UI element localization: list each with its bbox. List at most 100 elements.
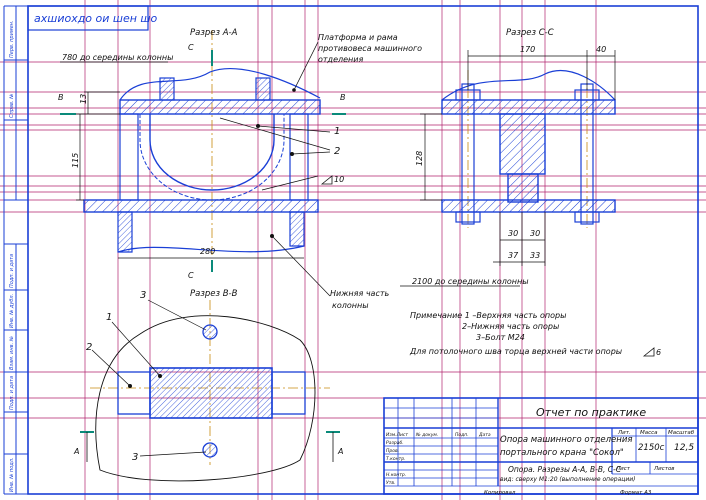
platform-plate <box>119 99 321 115</box>
dim-40: 40 <box>596 45 606 54</box>
callout-2: 2 <box>334 146 340 157</box>
mark-b-left: В <box>58 93 64 102</box>
platform-note-1: Платформа и рама <box>318 33 398 42</box>
side-stamp-1: Перв. примен. <box>9 20 15 58</box>
dim-33: 33 <box>530 251 540 260</box>
tb-sheet-2: вид: сверху М1:20 (выполнение операции) <box>500 476 636 483</box>
tb-sheet-1: Опора. Разрезы А-А, В-В, С-С <box>508 465 622 474</box>
upper-support <box>149 114 275 191</box>
mark-c-bot: С <box>188 271 194 280</box>
mark-b-right: В <box>340 93 346 102</box>
dim-170: 170 <box>520 45 535 54</box>
side-stamp-3: Подп. и дата <box>9 254 15 288</box>
section-aa-title: Разрез А-А <box>190 28 238 38</box>
remark-3: 3–Болт М24 <box>476 333 525 342</box>
break-line-bottom <box>117 245 305 253</box>
remark-4: Для потолочного шва торца верхней части … <box>409 347 622 356</box>
remark-1: Примечание 1 –Верхняя часть опоры <box>410 311 566 320</box>
callout-1: 1 <box>334 126 340 137</box>
svg-text:№ докум.: № докум. <box>415 432 438 438</box>
cc-lower-block <box>507 173 539 203</box>
remark-weld-size: 6 <box>656 348 661 357</box>
dim-30a: 30 <box>508 229 518 238</box>
section-cc-title: Разрез С-С <box>506 28 554 38</box>
wall-left <box>119 113 139 201</box>
callout-3b: 3 <box>132 452 138 463</box>
nut-left-bot <box>455 211 481 223</box>
platform-note-3: отделения <box>318 55 363 64</box>
platform-note-2: противовеса машинного <box>318 44 422 53</box>
tb-report: Отчет по практике <box>536 406 646 419</box>
section-bb-title: Разрез В-В <box>190 289 238 299</box>
callout-2b: 2 <box>86 342 92 353</box>
tb-sheet: Лист <box>615 466 631 472</box>
bb-core <box>149 367 273 419</box>
cc-bottom-plate <box>441 199 616 213</box>
side-stamp-7: Инв. № подл. <box>9 458 15 493</box>
tb-sheets: Листов <box>653 466 675 472</box>
lug-right <box>255 77 271 101</box>
bb-left-wing <box>117 371 151 415</box>
mark-a-left: А <box>73 447 79 456</box>
to-center-bottom: 2100 до середины колонны <box>412 277 529 286</box>
bb-right-wing <box>271 371 306 415</box>
dim-30b: 30 <box>530 229 540 238</box>
tb-small-labels: Изм.Лист № докум. Подп. Дата Разраб. Про… <box>386 432 491 486</box>
to-center-top: 780 до середины колонны <box>62 53 173 62</box>
svg-text:Подп.: Подп. <box>455 432 469 438</box>
lower-col-right <box>289 211 305 247</box>
side-stamps: Перв. примен. Справ. № Подп. и дата Инв.… <box>9 20 15 492</box>
lower-col-note-2: колонны <box>332 301 369 310</box>
callout-3a: 3 <box>140 290 146 301</box>
tb-scale: 12,5 <box>674 443 694 453</box>
svg-text:Н.контр.: Н.контр. <box>386 472 406 478</box>
dims-cc <box>420 50 616 266</box>
top-stamp: ахшиохдо ои шен шо <box>34 12 157 25</box>
svg-text:Изм.Лист: Изм.Лист <box>386 432 408 438</box>
weld-10: 10 <box>334 175 344 184</box>
side-stamp-4: Инв. № дубл. <box>9 294 15 328</box>
dim-115: 115 <box>71 153 80 168</box>
tb-hdr-lit: Лит. <box>617 430 631 436</box>
cc-break-top <box>441 69 616 101</box>
platform-leader <box>293 41 319 91</box>
dim-13: 13 <box>79 94 88 104</box>
dim-280: 280 <box>200 247 215 256</box>
svg-text:Дата: Дата <box>478 432 491 438</box>
dim-37: 37 <box>508 251 519 260</box>
tb-format: Формат А3 <box>620 490 652 496</box>
tb-hdr-mass: Масса <box>640 430 658 436</box>
remark-2: 2–Нижняя часть опоры <box>462 322 559 331</box>
svg-text:Т.контр.: Т.контр. <box>386 456 406 462</box>
callout-leaders-bb <box>91 299 207 457</box>
tb-mass: 2150с <box>638 443 665 453</box>
lower-flange <box>83 199 319 213</box>
lower-col-note-1: Нижняя часть <box>330 289 390 298</box>
svg-text:Разраб.: Разраб. <box>386 440 404 446</box>
title-block <box>383 397 699 495</box>
nut-right-bot <box>574 211 600 223</box>
section-c-c <box>441 69 616 225</box>
break-line-top <box>119 67 321 101</box>
callout-1b: 1 <box>106 312 112 323</box>
svg-text:Утв.: Утв. <box>386 480 395 486</box>
tb-copied: Копировал <box>484 490 516 496</box>
dims-aa <box>76 91 304 259</box>
bb-break-outline <box>95 315 316 482</box>
leader-dot <box>292 88 296 92</box>
callout-leaders-aa <box>219 117 331 297</box>
lower-col-left <box>117 211 133 253</box>
cc-upper-block <box>499 113 546 175</box>
tb-hdr-scale: Масштаб <box>668 430 695 436</box>
tb-name-1: Опора машинного отделения <box>500 435 632 445</box>
tb-name-2: портального крана "Сокол" <box>500 448 624 458</box>
remark-weld-symbol <box>642 347 655 357</box>
section-a-a <box>83 67 321 253</box>
cc-top-plate <box>441 99 616 115</box>
mark-c-top: С <box>188 43 194 52</box>
side-stamp-5: Взам. инв. № <box>9 336 15 370</box>
mark-a-right: А <box>337 447 343 456</box>
weld-symbol <box>320 175 333 185</box>
